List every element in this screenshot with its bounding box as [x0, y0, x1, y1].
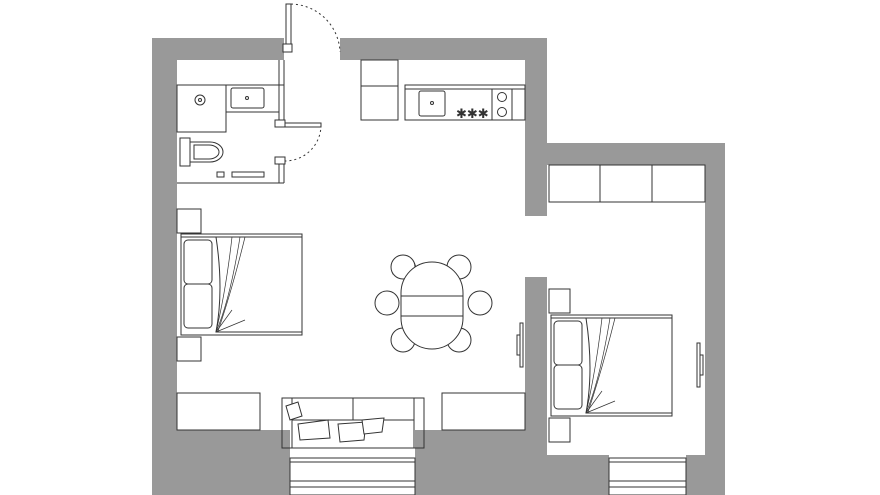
dining-table	[400, 261, 464, 350]
kitchen-counter: ✱✱✱	[404, 84, 526, 122]
living-area	[176, 208, 526, 449]
bedroom-window	[608, 457, 687, 495]
bathroom-door	[274, 119, 322, 165]
windows	[289, 457, 687, 495]
walls	[152, 38, 725, 495]
entry-door	[282, 3, 341, 53]
dining-chair	[467, 290, 493, 316]
toilet	[179, 137, 224, 167]
sofa	[281, 397, 425, 449]
wall-top-kitchen	[340, 38, 547, 60]
wall-bottom-right	[547, 455, 609, 495]
nightstand-left-bottom	[176, 336, 202, 362]
wall-entry-jamb	[275, 38, 284, 60]
bathroom-sink	[225, 84, 280, 113]
wall-bottom-mid	[415, 430, 547, 495]
bedroom-tv	[696, 342, 704, 388]
bathroom	[176, 60, 322, 184]
bedroom	[548, 164, 706, 443]
wardrobe	[548, 164, 706, 203]
wall-bottom-left	[152, 430, 290, 495]
fridge	[360, 59, 399, 121]
bed-right	[550, 314, 673, 417]
bed-left	[180, 233, 303, 336]
kitchen: ✱✱✱	[360, 59, 526, 122]
nightstand-left-top	[176, 208, 202, 234]
stove-burners: ✱✱✱	[456, 107, 489, 122]
wall-entry-jamb-right	[340, 38, 348, 52]
nightstand-right-bottom	[548, 417, 571, 443]
kitchen-sink	[418, 90, 446, 117]
cabinet-left	[176, 392, 261, 431]
dining-set	[374, 254, 493, 353]
washer	[491, 88, 513, 121]
cabinet-right	[441, 392, 526, 431]
dining-chair	[374, 290, 400, 316]
tv	[516, 322, 524, 368]
bath-shelf	[231, 171, 265, 178]
living-window	[289, 457, 416, 495]
wall-right	[705, 143, 725, 495]
wall-kitchen-right	[525, 38, 547, 216]
wall-bedroom-top	[525, 143, 725, 165]
wall-top-left	[152, 38, 284, 60]
nightstand-right-top	[548, 288, 571, 314]
shower	[176, 84, 227, 133]
wall-left	[152, 38, 177, 495]
wall-bottom-far-right	[686, 455, 725, 495]
